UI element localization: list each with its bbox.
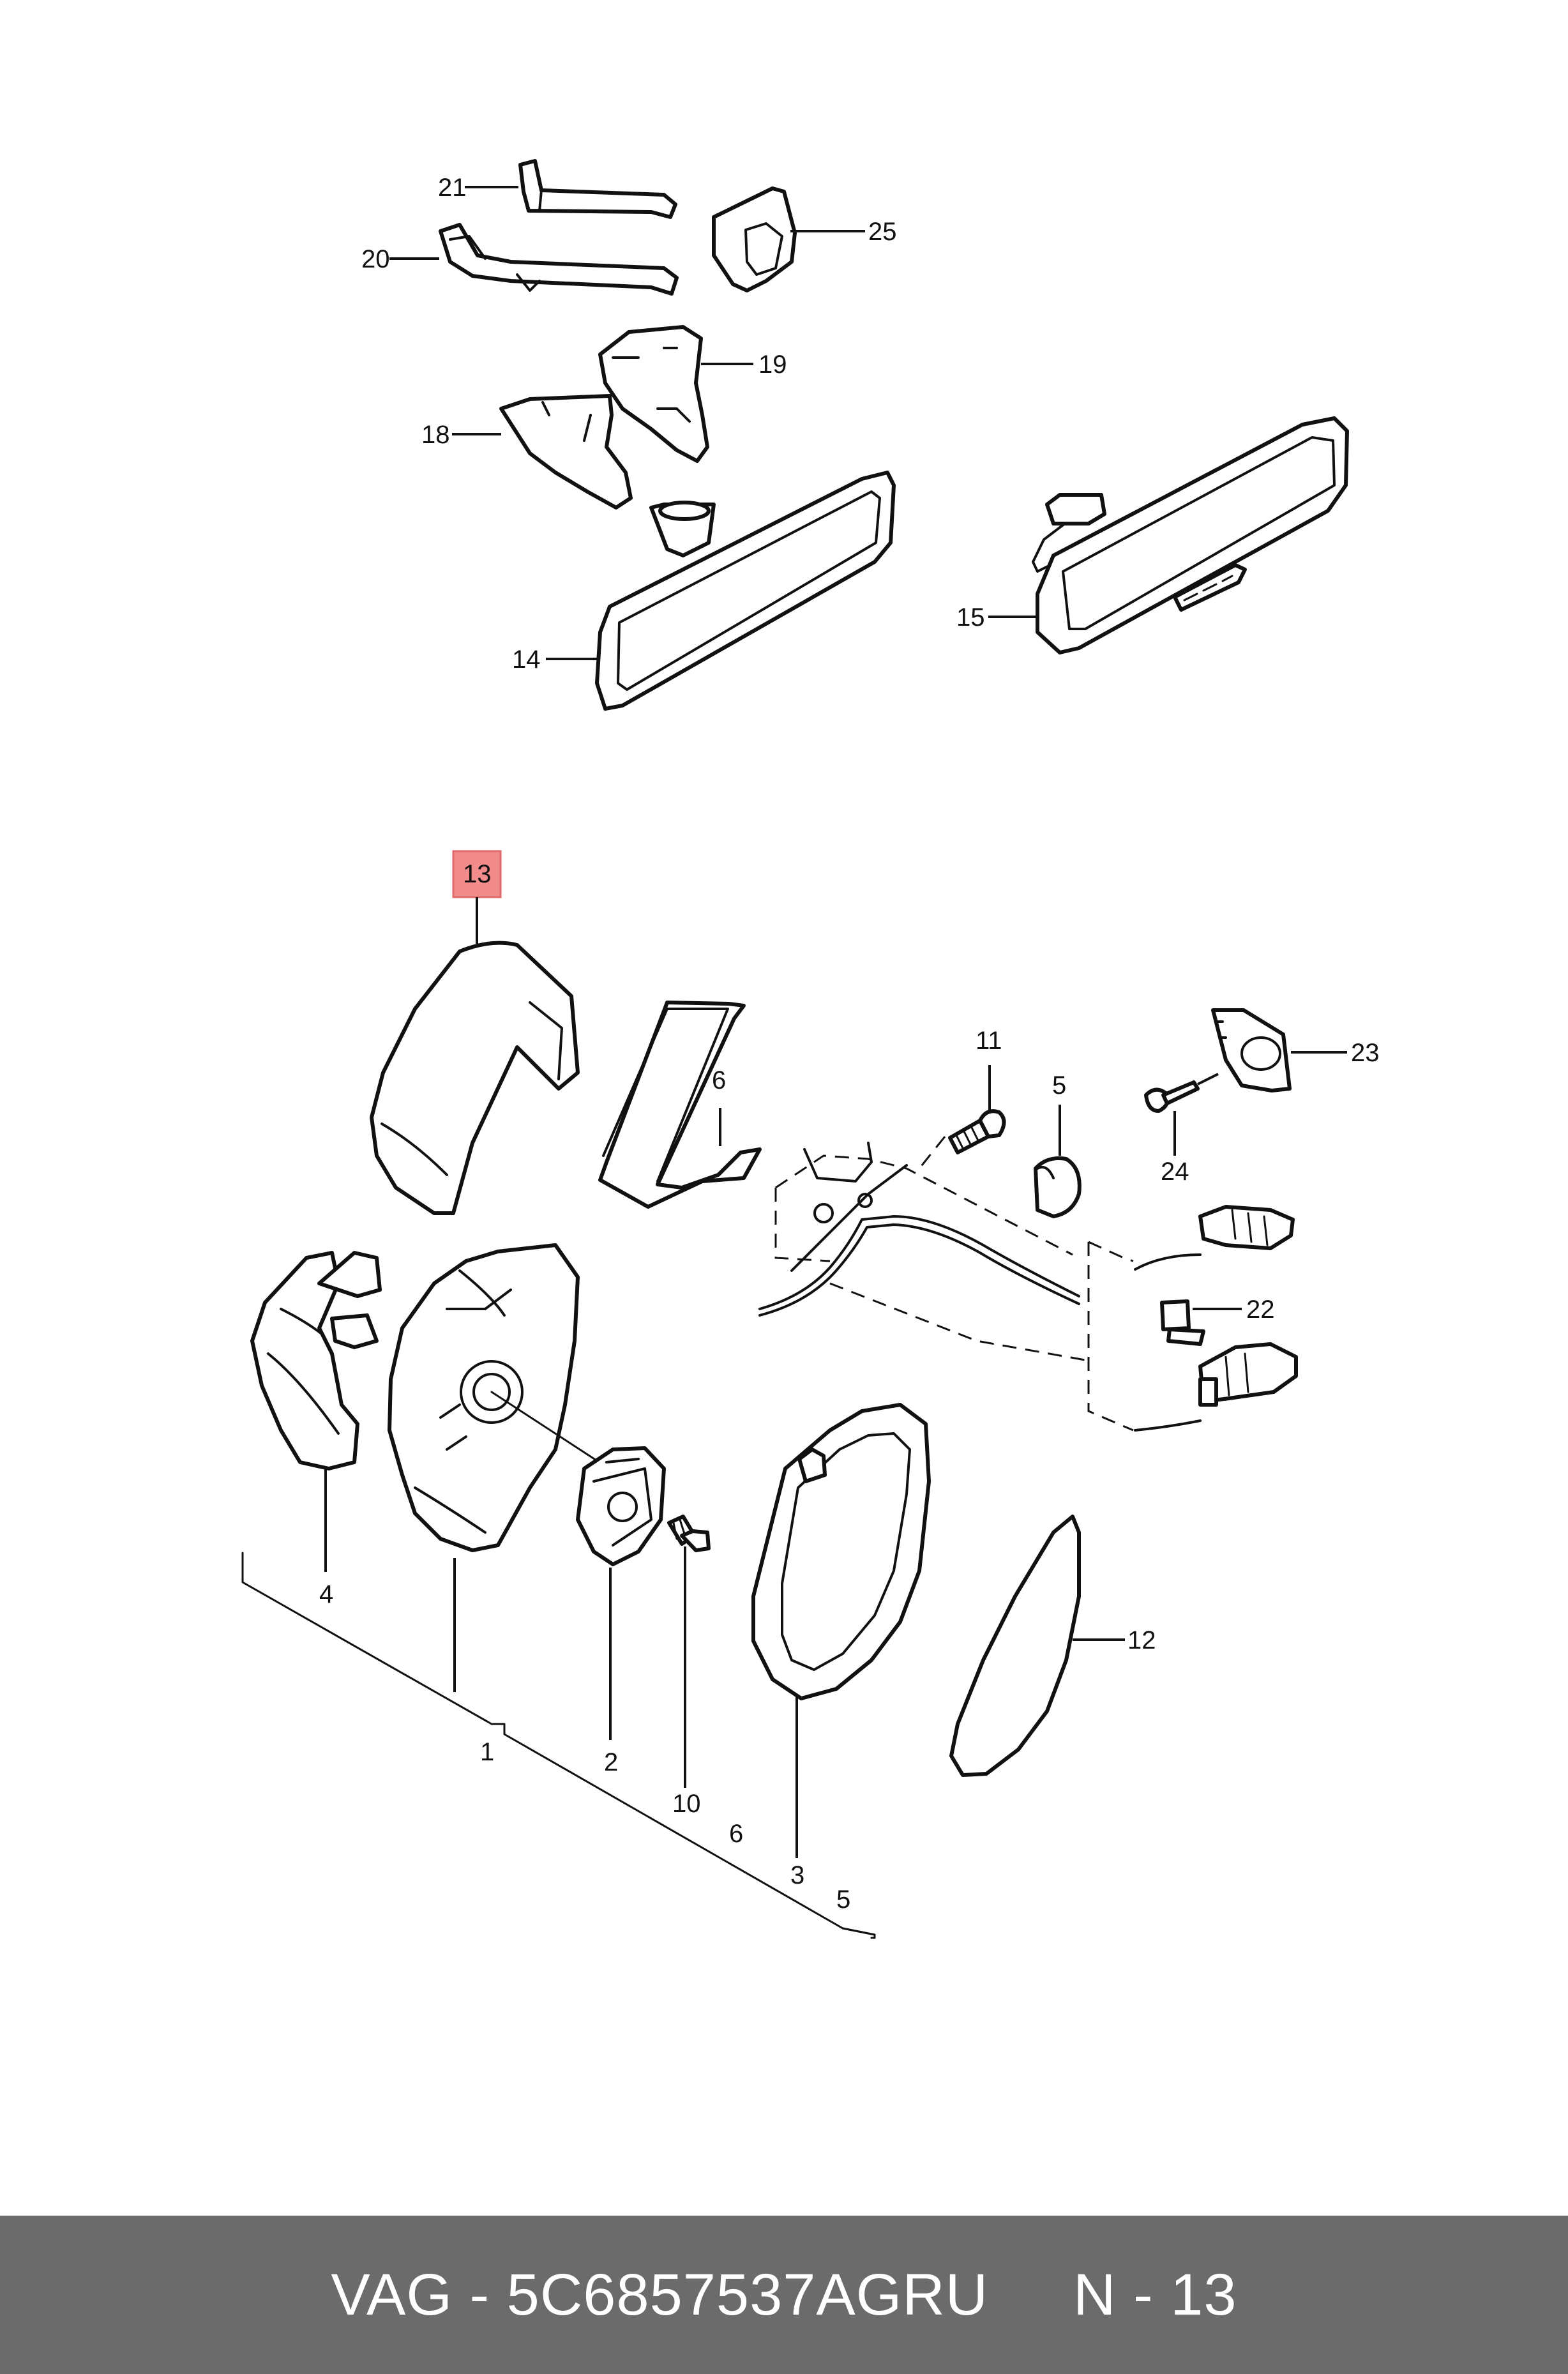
part-23-cover [1211, 1008, 1292, 1092]
part-10-screw [667, 1515, 711, 1552]
part-number: 5C6857537AGRU [506, 2262, 989, 2327]
callout-19: 19 [758, 351, 787, 379]
part-13-housing-cap [370, 941, 580, 1215]
part-info-text: VAG - 5C6857537AGRU N - 13 [331, 2262, 1237, 2329]
part-info-bar: VAG - 5C6857537AGRU N - 13 [0, 2216, 1568, 2374]
part-24-screw [1144, 1073, 1219, 1113]
callout-11: 11 [976, 1027, 1002, 1055]
part-20-bracket [439, 223, 679, 296]
assembly-bracket-end [841, 1927, 876, 1936]
part-19-mount-cover [598, 325, 709, 463]
callout-13: 13 [463, 860, 492, 888]
callout-2: 2 [604, 1748, 618, 1776]
part-21-trim [518, 159, 677, 219]
brand-name: VAG [331, 2262, 453, 2327]
part-1-mirror-housing [388, 1243, 580, 1552]
part-5-plug [1034, 1156, 1082, 1218]
callout-21: 21 [438, 174, 467, 202]
callout-1: 1 [480, 1738, 494, 1766]
callout-4: 4 [319, 1580, 333, 1608]
assembly-bracket [241, 1552, 876, 1939]
part-4-turn-signal [250, 1251, 382, 1471]
connector-group [1087, 1205, 1298, 1432]
part-6-mirror-base [598, 1001, 908, 1272]
callout-25: 25 [868, 218, 897, 246]
part-18-mount-cover [499, 394, 633, 510]
part-15-auto-dimming-mirror [1032, 416, 1349, 654]
callout-14: 14 [512, 646, 541, 674]
parts-diagram: 21 20 25 19 18 14 [241, 159, 1380, 1939]
callout-24: 24 [1161, 1158, 1189, 1186]
part-14-rear-view-mirror [595, 471, 896, 711]
callout-3: 3 [790, 1861, 804, 1889]
callout-10: 10 [672, 1790, 701, 1818]
callout-15: 15 [956, 603, 985, 631]
dashed-outline [774, 1136, 1086, 1361]
callout-18: 18 [421, 421, 450, 449]
part-2-adjustment-motor [576, 1446, 666, 1566]
part-3-mirror-glass-carrier [751, 1403, 931, 1700]
callout-12: 12 [1127, 1626, 1156, 1654]
callout-5-bottom: 5 [836, 1886, 850, 1914]
harness-cable-2 [758, 1223, 1080, 1317]
part-12-mirror-glass [949, 1515, 1081, 1777]
gap [988, 2262, 1073, 2327]
callout-6-top: 6 [712, 1066, 726, 1094]
callout-20: 20 [361, 245, 390, 273]
diagram-position: N - 13 [1073, 2262, 1237, 2327]
part-25-cover [712, 186, 817, 292]
callout-22: 22 [1246, 1296, 1275, 1324]
callout-6-bottom: 6 [729, 1820, 743, 1848]
callout-23: 23 [1351, 1039, 1380, 1067]
callout-5-top: 5 [1052, 1071, 1066, 1100]
separator: - [452, 2262, 507, 2327]
harness-cable [758, 1215, 1080, 1310]
part-11-screw [948, 1109, 1006, 1154]
